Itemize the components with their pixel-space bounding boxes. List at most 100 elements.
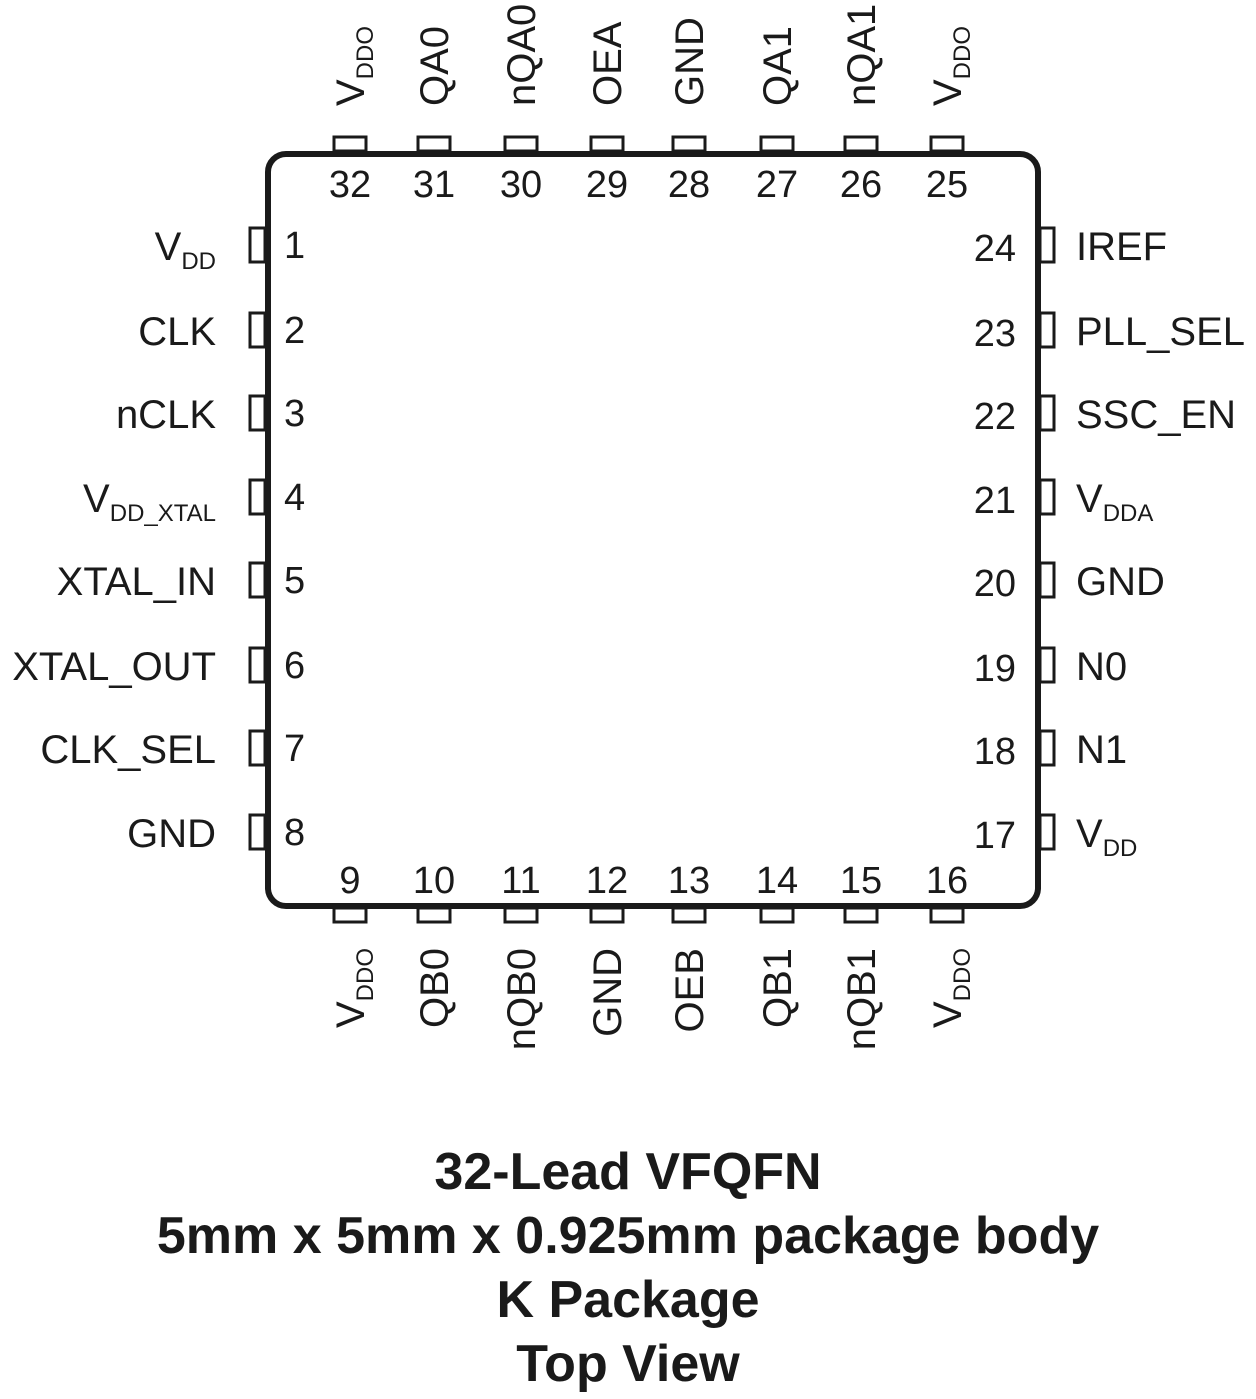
pin-5-name-main: XTAL_IN <box>57 560 216 604</box>
pin-30-name-main: nQA0 <box>500 4 544 106</box>
pin-22-name-ssc-en: SSC_EN <box>1076 393 1236 437</box>
pin-27-name-qa1: QA1 <box>756 26 800 106</box>
pin-16-name-subscript: DDO <box>949 948 976 1001</box>
pin-2-number: 2 <box>284 310 305 352</box>
pin-6-name-main: XTAL_OUT <box>12 645 216 689</box>
pin-24-name-iref: IREF <box>1076 225 1167 269</box>
pin-10-name-main: QB0 <box>413 948 457 1028</box>
pin-23-name-main: PLL_SEL <box>1076 310 1245 354</box>
pin-18-name-main: N1 <box>1076 728 1127 772</box>
pin-2-name-main: CLK <box>138 310 216 354</box>
pin-1-number: 1 <box>284 225 305 267</box>
pin-19-name-main: N0 <box>1076 645 1127 689</box>
pin-19-number: 19 <box>974 648 1016 690</box>
pin-31-pad <box>416 135 452 153</box>
pin-22-pad <box>1038 394 1056 432</box>
pin-11-name-main: nQB0 <box>500 948 544 1050</box>
package-body-size: 5mm x 5mm x 0.925mm package body <box>156 1207 1100 1265</box>
pin-14-pad <box>759 906 795 924</box>
pin-26-name-main: nQA1 <box>840 4 884 106</box>
pin-31-name-main: QA0 <box>413 26 457 106</box>
pin-4-pad <box>248 478 267 516</box>
pin-23-pad <box>1038 311 1056 349</box>
pin-20-pad <box>1038 561 1056 599</box>
pin-8-name-gnd: GND <box>127 812 216 856</box>
pin-29-name-oea: OEA <box>586 21 630 106</box>
pin-6-pad <box>248 646 267 684</box>
pin-1-pad <box>248 226 267 264</box>
pin-12-name-main: GND <box>586 948 630 1037</box>
pin-26-name-nqa1: nQA1 <box>840 4 884 106</box>
pin-25-number: 25 <box>926 164 968 206</box>
pin-20-number: 20 <box>974 563 1016 605</box>
pin-16-name-vddo: VDDO <box>926 948 976 1028</box>
pin-16-number: 16 <box>926 860 968 902</box>
pin-1-name-subscript: DD <box>181 248 216 275</box>
pin-17-pad <box>1038 813 1056 851</box>
pin-4-number: 4 <box>284 477 305 519</box>
pin-19-name-n0: N0 <box>1076 645 1127 689</box>
pin-14-name-main: QB1 <box>756 948 800 1028</box>
pin-27-pad <box>759 135 795 153</box>
pin-28-pad <box>671 135 707 153</box>
pin-24-name-main: IREF <box>1076 225 1167 269</box>
pin-14-name-qb1: QB1 <box>756 948 800 1028</box>
package-caption: 32-Lead VFQFN 5mm x 5mm x 0.925mm packag… <box>0 1140 1256 1396</box>
pin-17-name-subscript: DD <box>1103 835 1138 862</box>
package-name: K Package <box>496 1271 760 1329</box>
pin-31-number: 31 <box>413 164 455 206</box>
pin-32-number: 32 <box>329 164 371 206</box>
pin-11-number: 11 <box>501 860 540 902</box>
pin-15-pad <box>843 906 879 924</box>
pin-6-name-xtal-out: XTAL_OUT <box>12 645 216 689</box>
pin-32-name-subscript: DDO <box>352 26 379 79</box>
pin-9-number: 9 <box>339 860 360 902</box>
pin-18-pad <box>1038 729 1056 767</box>
pin-19-pad <box>1038 646 1056 684</box>
pin-3-number: 3 <box>284 393 305 435</box>
pin-21-number: 21 <box>974 480 1016 522</box>
pin-30-number: 30 <box>500 164 542 206</box>
pin-13-pad <box>671 906 707 924</box>
pin-21-name-main: V <box>1076 477 1103 521</box>
pin-12-name-gnd: GND <box>586 948 630 1037</box>
pin-7-pad <box>248 729 267 767</box>
pin-13-number: 13 <box>668 860 710 902</box>
pin-22-number: 22 <box>974 396 1016 438</box>
pin-29-name-main: OEA <box>586 21 630 106</box>
pin-30-name-nqa0: nQA0 <box>500 4 544 106</box>
pin-27-number: 27 <box>756 164 798 206</box>
pin-21-name-subscript: DDA <box>1103 500 1154 527</box>
pin-9-name-subscript: DDO <box>352 948 379 1001</box>
pin-22-name-main: SSC_EN <box>1076 393 1236 437</box>
pin-5-pad <box>248 561 267 599</box>
pin-23-number: 23 <box>974 313 1016 355</box>
pinout-diagram: 1VDD2CLK3nCLK4VDD_XTAL5XTAL_IN6XTAL_OUT7… <box>12 4 1245 1051</box>
pin-20-name-main: GND <box>1076 560 1165 604</box>
pin-27-name-main: QA1 <box>756 26 800 106</box>
pin-9-name-main: V <box>329 1001 373 1028</box>
pin-8-number: 8 <box>284 812 305 854</box>
pin-14-number: 14 <box>756 860 798 902</box>
pin-29-number: 29 <box>586 164 628 206</box>
pin-15-number: 15 <box>840 860 882 902</box>
pin-10-pad <box>416 906 452 924</box>
pin-25-name-vddo: VDDO <box>926 26 976 106</box>
pin-28-name-gnd: GND <box>668 17 712 106</box>
pin-31-name-qa0: QA0 <box>413 26 457 106</box>
pin-7-name-main: CLK_SEL <box>40 728 216 772</box>
pin-15-name-nqb1: nQB1 <box>840 948 884 1050</box>
pin-9-name-vddo: VDDO <box>329 948 379 1028</box>
pin-16-pad <box>929 906 965 924</box>
pin-2-pad <box>248 311 267 349</box>
pin-17-name-main: V <box>1076 812 1103 856</box>
pin-3-name-main: nCLK <box>116 393 216 437</box>
pin-10-name-qb0: QB0 <box>413 948 457 1028</box>
pin-32-pad <box>332 135 368 153</box>
pin-15-name-main: nQB1 <box>840 948 884 1050</box>
pin-18-number: 18 <box>974 731 1016 773</box>
package-view: Top View <box>516 1335 740 1393</box>
pin-6-number: 6 <box>284 645 305 687</box>
pin-25-pad <box>929 135 965 153</box>
pin-1-name-main: V <box>155 225 182 269</box>
